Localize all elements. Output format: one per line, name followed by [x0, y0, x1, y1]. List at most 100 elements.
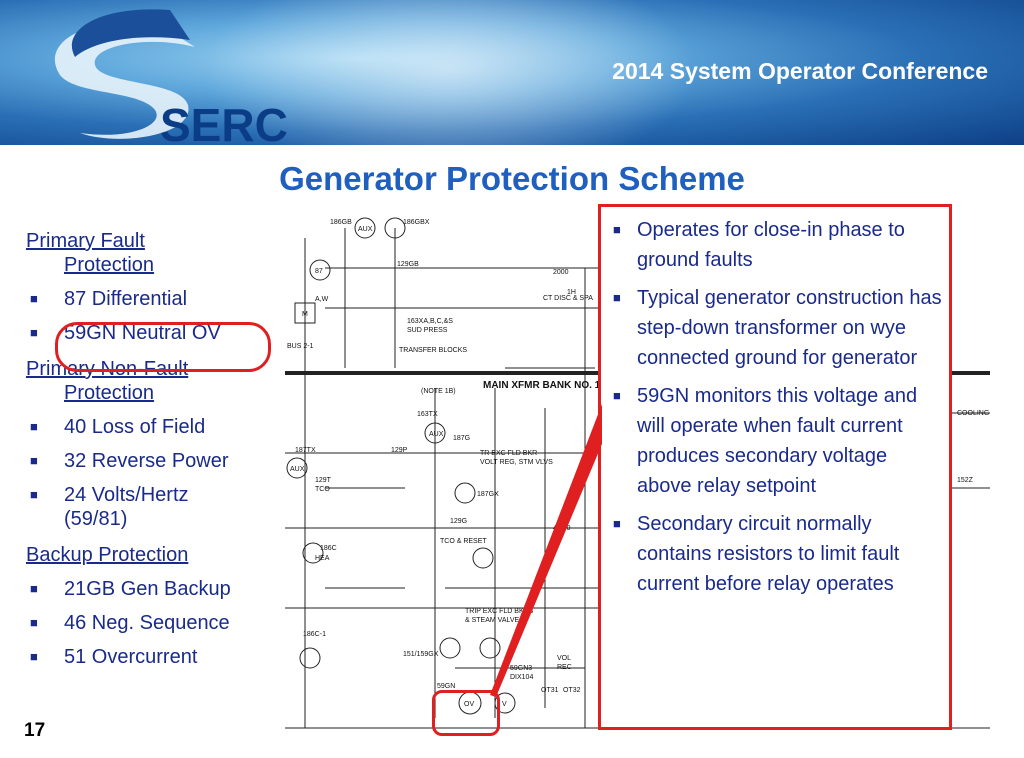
- diagram-label-29: 152Z: [957, 477, 974, 484]
- diagram-label-9: BUS 2-1: [287, 343, 314, 350]
- diagram-label-36: (NOTE 1B): [421, 388, 456, 395]
- list-item-label: 87 Differential: [64, 288, 188, 310]
- diagram-label-25: 59GN: [437, 683, 455, 690]
- diagram-label-30: 40,00: [553, 525, 571, 532]
- square-bullet-icon: ■: [30, 487, 38, 502]
- diagram-label-11: CT DISC & SPA: [543, 295, 593, 302]
- list-item: ■ 32 Reverse Power: [26, 449, 296, 473]
- diagram-label-7: SUD PRESS: [407, 327, 448, 334]
- diagram-label-35: A,W: [315, 296, 329, 303]
- logo-text: SERC: [160, 99, 288, 145]
- diagram-label-41: HEA: [315, 555, 330, 562]
- list-item: ■ 40 Loss of Field: [26, 415, 296, 439]
- primary-fault-heading-line2: Protection: [64, 254, 155, 276]
- diagram-label-38: 129T: [315, 477, 332, 484]
- diagram-label-20: TCO & RESET: [440, 538, 487, 545]
- diagram-label-8: TRANSFER BLOCKS: [399, 347, 467, 354]
- diagram-label-28: COOLING: [957, 410, 989, 417]
- backup-heading: Backup Protection: [26, 543, 296, 567]
- slide-title: Generator Protection Scheme: [279, 160, 745, 197]
- header-banner: SERC 2014 System Operator Conference: [0, 0, 1024, 145]
- diagram-label-26: OV: [464, 701, 474, 708]
- diagram-label-21: 186C: [320, 545, 337, 552]
- primary-fault-heading: Primary Fault Protection: [26, 229, 296, 277]
- diagram-label-31: AUX: [290, 466, 305, 473]
- list-item: ■ 21GB Gen Backup: [26, 577, 296, 601]
- diagram-label-23: & STEAM VALVES: [465, 617, 524, 624]
- list-item-label: 59GN Neutral OV: [64, 322, 221, 344]
- diagram-label-47: OT32: [563, 687, 581, 694]
- list-item-label: 40 Loss of Field: [64, 416, 206, 438]
- diagram-label-1: 186GB: [330, 219, 352, 226]
- diagram-label-45: REC: [557, 664, 572, 671]
- list-item: ■ 24 Volts/Hertz(59/81): [26, 483, 296, 531]
- list-item: ■ 51 Overcurrent: [26, 645, 296, 669]
- square-bullet-icon: ■: [613, 222, 621, 237]
- callout-item-text: 59GN monitors this voltage and will oper…: [637, 385, 918, 497]
- square-bullet-icon: ■: [30, 581, 38, 596]
- list-item-label: 51 Overcurrent: [64, 646, 198, 668]
- list-item-label: 32 Reverse Power: [64, 450, 229, 472]
- diagram-label-13: 187G: [453, 435, 470, 442]
- page-number: 17: [24, 720, 46, 741]
- backup-heading-line1: Backup Protection: [26, 544, 189, 566]
- callout-list: ■ Operates for close-in phase to ground f…: [601, 207, 949, 599]
- banner-glow: [200, 0, 700, 145]
- callout-item: ■Secondary circuit normally contains res…: [611, 509, 943, 599]
- primary-fault-heading-line1: Primary Fault: [26, 230, 145, 252]
- primary-nonfault-heading-line2: Protection: [64, 382, 155, 404]
- list-item: ■ 59GN Neutral OV: [26, 321, 296, 345]
- list-item-label: 46 Neg. Sequence: [64, 612, 230, 634]
- diagram-label-10: MAIN XFMR BANK NO. 1: [483, 380, 601, 391]
- diagram-label-2: 186GBX: [403, 219, 430, 226]
- square-bullet-icon: ■: [613, 388, 621, 403]
- protection-list: Primary Fault Protection ■ 87 Differentia…: [26, 229, 296, 669]
- square-bullet-icon: ■: [30, 419, 38, 434]
- square-bullet-icon: ■: [613, 516, 621, 531]
- square-bullet-icon: ■: [613, 290, 621, 305]
- diagram-label-32: 1H: [567, 289, 576, 296]
- square-bullet-icon: ■: [30, 325, 38, 340]
- diagram-label-14: TR EXC FLD BKR: [480, 450, 537, 457]
- callout-item: ■ Operates for close-in phase to ground f…: [611, 215, 943, 275]
- square-bullet-icon: ■: [30, 649, 38, 664]
- diagram-label-42: 59GN3: [510, 665, 532, 672]
- diagram-label-16: 187TX: [295, 447, 316, 454]
- diagram-label-4: 87: [315, 268, 323, 275]
- square-bullet-icon: ■: [30, 615, 38, 630]
- list-item: ■ 46 Neg. Sequence: [26, 611, 296, 635]
- diagram-label-39: TCO: [315, 486, 330, 493]
- diagram-label-3: AUX: [358, 226, 373, 233]
- diagram-label-37: AUX: [429, 431, 444, 438]
- callout-item-text: Operates for close-in phase to ground fa…: [637, 219, 905, 271]
- callout-item: ■ Typical generator construction has step…: [611, 283, 943, 373]
- diagram-label-43: DIX104: [510, 674, 533, 681]
- callout-item-text: Typical generator construction has step-…: [637, 287, 942, 369]
- highlight-59gn-item: [55, 322, 271, 372]
- diagram-label-34: M: [302, 311, 308, 318]
- highlight-59gn-relay: [432, 690, 500, 736]
- diagram-label-40: 186C-1: [303, 631, 326, 638]
- diagram-label-44: VOL: [557, 655, 571, 662]
- callout-box: ■ Operates for close-in phase to ground f…: [598, 204, 952, 730]
- diagram-label-22: TRIP EXC FLD BKRS: [465, 608, 534, 615]
- diagram-label-24: 151/159GX: [403, 651, 439, 658]
- diagram-label-12: 163TX: [417, 411, 438, 418]
- diagram-label-6: 163XA,B,C,&S: [407, 318, 453, 325]
- diagram-label-18: 187GX: [477, 491, 499, 498]
- list-item-label-continued: (59/81): [64, 508, 128, 530]
- diagram-label-19: 129G: [450, 518, 467, 525]
- callout-item: ■ 59GN monitors this voltage and will ope…: [611, 381, 943, 501]
- diagram-label-15: VOLT REG, STM VLVS: [480, 459, 553, 466]
- diagram-label-27: V: [502, 701, 507, 708]
- diagram-label-5: 129GB: [397, 261, 419, 268]
- serc-logo: SERC: [54, 9, 288, 145]
- list-item-label: 24 Volts/Hertz: [64, 484, 189, 506]
- list-item-label: 21GB Gen Backup: [64, 578, 231, 600]
- conference-title: 2014 System Operator Conference: [612, 58, 988, 84]
- diagram-label-33: 2000: [553, 269, 569, 276]
- square-bullet-icon: ■: [30, 453, 38, 468]
- square-bullet-icon: ■: [30, 291, 38, 306]
- diagram-label-46: OT31: [541, 687, 559, 694]
- list-item: ■ 87 Differential: [26, 287, 296, 311]
